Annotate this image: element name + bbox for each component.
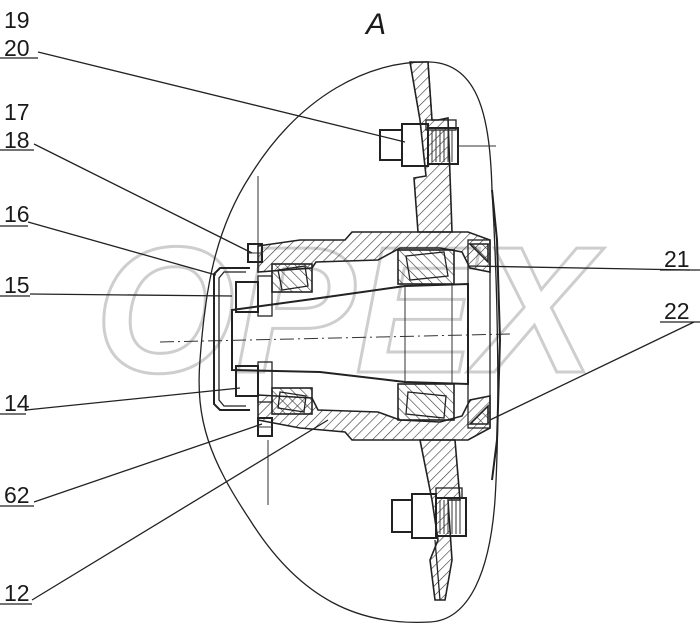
- seal-ring: [467, 239, 491, 429]
- inner-bearing-bottom: [397, 383, 455, 421]
- top-bolt-head: [379, 129, 403, 161]
- outer-bearing-bottom: [271, 387, 313, 415]
- callout-20: 20: [4, 35, 30, 61]
- callout-18: 18: [4, 127, 30, 153]
- callout-22: 22: [664, 298, 690, 324]
- callout-14: 14: [4, 390, 30, 416]
- top-bolt: [379, 119, 496, 167]
- brake-drum-edge: [491, 189, 502, 481]
- callout-12: 12: [4, 580, 30, 606]
- hub-housing: [257, 231, 491, 441]
- callout-16: 16: [4, 201, 30, 227]
- bottom-bolt: [391, 487, 467, 539]
- callout-shelves: [0, 57, 700, 605]
- callout-15: 15: [4, 272, 30, 298]
- spindle-nut: [235, 275, 273, 403]
- callout-21: 21: [664, 246, 690, 272]
- callout-19: 19: [4, 7, 30, 33]
- detail-boundary: [198, 61, 499, 624]
- callout-labels: 19 20 17 18 16 15 14 62 12 21 22: [4, 7, 690, 606]
- cap-screw-bottom: [257, 417, 273, 437]
- bottom-bolt-head: [391, 499, 413, 533]
- callout-62: 62: [4, 482, 30, 508]
- hub-cap: [213, 267, 250, 411]
- inner-bearing-top: [397, 249, 455, 285]
- view-label: A: [364, 8, 386, 41]
- callout-17: 17: [4, 99, 30, 125]
- leader-lines: [25, 51, 695, 601]
- cap-screw-top: [247, 243, 263, 263]
- outer-bearing-top: [271, 263, 313, 293]
